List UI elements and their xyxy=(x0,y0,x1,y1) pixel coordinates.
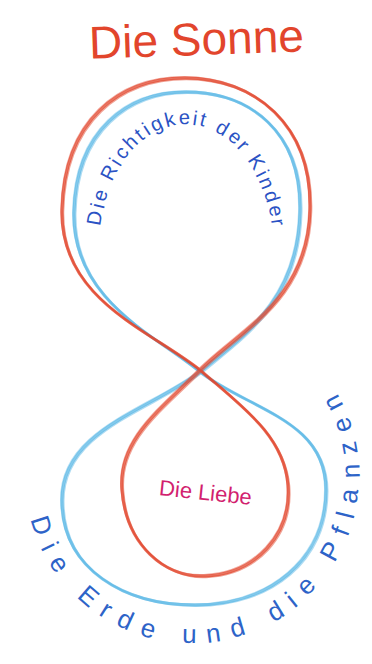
letter: e xyxy=(45,550,75,576)
letter: d xyxy=(226,613,247,642)
red-loop xyxy=(63,79,311,577)
letter: i xyxy=(281,587,302,611)
letter: l xyxy=(332,509,359,521)
blue-loop xyxy=(61,91,325,604)
red-loop-strokes xyxy=(61,77,311,578)
earth-arc-label: Die Erde und die Pflanzen xyxy=(26,391,363,648)
letter: a xyxy=(335,487,363,505)
letter: r xyxy=(96,596,117,623)
letter xyxy=(248,607,265,634)
blue-loop xyxy=(62,92,326,605)
letter: e xyxy=(291,572,320,600)
letter: e xyxy=(327,414,356,436)
letter: d xyxy=(113,605,137,635)
letter: e xyxy=(265,203,287,218)
love-label: Die Liebe xyxy=(157,475,252,511)
sun-label: Die Sonne xyxy=(88,8,305,71)
letter: f xyxy=(327,523,354,539)
blue-loop xyxy=(64,93,328,606)
red-loop xyxy=(61,77,309,575)
letter: d xyxy=(261,188,283,204)
letter xyxy=(307,559,332,580)
red-loop xyxy=(62,78,310,576)
letter: n xyxy=(317,391,347,416)
letter: r xyxy=(268,217,289,226)
letter: i xyxy=(192,107,199,127)
letter: d xyxy=(262,596,288,626)
letter: D xyxy=(26,513,57,539)
letter: P xyxy=(316,537,347,565)
blue-loop-strokes xyxy=(61,91,328,606)
letter: n xyxy=(204,619,222,647)
letter: E xyxy=(73,580,103,611)
letter: u xyxy=(182,621,197,647)
letter xyxy=(163,619,174,646)
letter: t xyxy=(198,109,208,130)
letter: D xyxy=(83,209,105,227)
letter: e xyxy=(178,107,190,127)
letter: n xyxy=(337,464,363,479)
children-arc-label: Die Richtigkeit der Kinder xyxy=(83,107,288,227)
letter: e xyxy=(138,613,159,642)
letter: z xyxy=(334,439,362,456)
letter xyxy=(61,569,85,592)
letter: k xyxy=(162,108,177,130)
letter: i xyxy=(37,538,63,555)
